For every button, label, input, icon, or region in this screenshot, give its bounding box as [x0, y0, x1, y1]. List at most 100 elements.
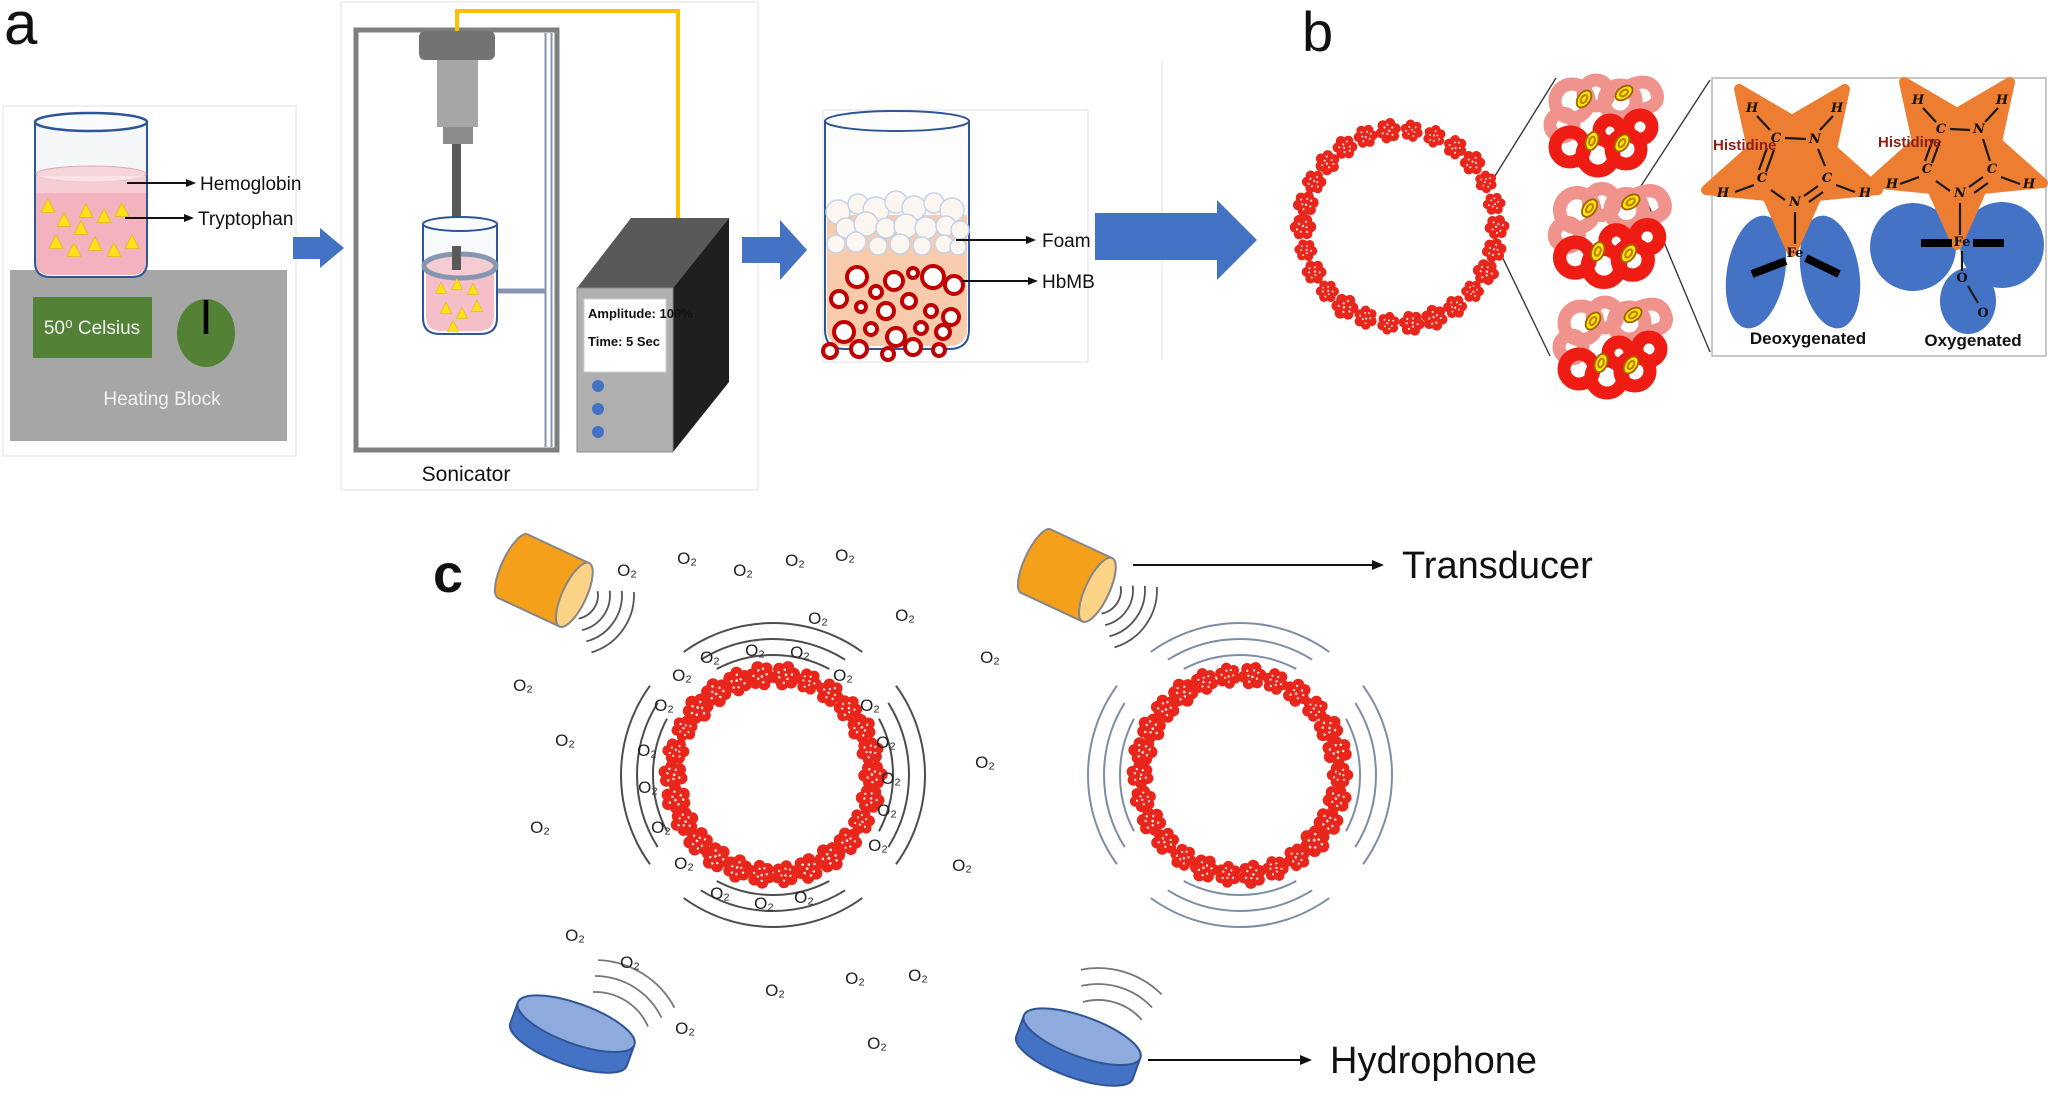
hydrophone-pointer-head	[1300, 1055, 1312, 1065]
output-beaker: Foam HbMB	[821, 110, 1095, 362]
o2-molecule-label: O₂	[617, 561, 637, 580]
hemoglobin-cluster	[1372, 115, 1404, 146]
wave-arc	[1167, 638, 1313, 661]
wave-arc	[1103, 702, 1126, 848]
hbmb-bubble	[885, 326, 907, 348]
control-button-2[interactable]	[592, 403, 604, 415]
hemoglobin-cluster	[1399, 117, 1424, 144]
control-button-3[interactable]	[592, 426, 604, 438]
atom-label: H	[1911, 93, 1925, 108]
wave-arc	[1345, 718, 1361, 832]
hemoglobin-tetramers	[1550, 80, 1667, 393]
wave-arc	[1119, 718, 1135, 832]
small-beaker-liquid	[426, 264, 494, 331]
foam-bubble	[949, 238, 967, 256]
transducer-label: Transducer	[1402, 545, 1593, 587]
o2-molecule-label: O₂	[952, 856, 972, 875]
wave-arc	[594, 975, 663, 1018]
histidine-star-fill	[1701, 84, 1883, 257]
hbmb-bubble	[920, 264, 946, 290]
wave-arc	[716, 880, 830, 896]
o2-molecule-label: O₂	[980, 648, 1000, 667]
hemoglobin-beaker	[33, 111, 149, 278]
transducer-pointer-head	[1372, 560, 1384, 570]
flow-arrow-3	[1095, 200, 1257, 280]
o2-molecule-label: O₂	[654, 696, 674, 715]
hemoglobin-label: Hemoglobin	[200, 174, 301, 195]
hbmb-label: HbMB	[1042, 272, 1095, 293]
hbmb-bubble	[883, 270, 905, 292]
atom-label: C	[1822, 171, 1833, 186]
o2-molecule-label: O₂	[794, 888, 814, 907]
probe-shaft	[452, 144, 461, 266]
wave-arc	[586, 590, 623, 643]
control-button-1[interactable]	[592, 380, 604, 392]
o2-molecule-label: O₂	[765, 981, 785, 1000]
temperature-display	[33, 297, 152, 358]
hbmb-bubble	[941, 307, 961, 327]
wave-arc	[652, 718, 668, 832]
atom-label: N	[1972, 122, 1986, 137]
panel-a-image-border	[2, 105, 297, 457]
hbmb-bubble	[931, 342, 947, 358]
o2-molecule-label: O₂	[530, 818, 550, 837]
wave-arc	[895, 685, 926, 865]
atom-label: Fe	[1787, 246, 1804, 261]
hemoglobin-tetramer-3	[1559, 302, 1667, 393]
o2-molecule-label: O₂	[833, 666, 853, 685]
tryptophan-label: Tryptophan	[198, 209, 293, 230]
atom-label: N	[1788, 195, 1802, 210]
o2-molecule-label: O₂	[620, 953, 640, 972]
histidine-star-right-fill	[1866, 77, 2048, 250]
o2-molecule-label: O₂	[790, 643, 810, 662]
sonicated-beaker	[421, 216, 499, 335]
atom-label: Fe	[1954, 235, 1971, 250]
foam-label: Foam	[1042, 231, 1091, 252]
wave-arc	[1080, 967, 1163, 996]
o2-molecule-label: O₂	[555, 731, 575, 750]
wave-arc	[620, 685, 651, 865]
deoxygenated-caption: Deoxygenated	[1750, 329, 1866, 348]
o2-molecule-label: O₂	[513, 676, 533, 695]
o2-molecule-label: O₂	[881, 769, 901, 788]
o2-molecule-label: O₂	[675, 1019, 695, 1038]
wave-arc	[1362, 685, 1393, 865]
o2-molecule-label: O₂	[672, 666, 692, 685]
oxygen-molecules: O₂ O₂ O₂ O₂ O₂ O₂ O₂ O₂ O₂ O₂ O₂ O₂ O₂ O₂ O₂ O₂ O₂ O₂ O₂ O₂…	[513, 546, 1000, 1053]
atom-label: H	[1716, 186, 1730, 201]
o2-molecule-label: O₂	[733, 561, 753, 580]
hemoglobin-tetramer-2	[1555, 189, 1666, 283]
o2-molecule-label: O₂	[867, 1034, 887, 1053]
o2-molecule-label: O₂	[754, 894, 774, 913]
atom-label: C	[1757, 171, 1768, 186]
atom-label: O	[1956, 271, 1967, 286]
o2-molecule-label: O₂	[835, 546, 855, 565]
amplitude-readout: Amplitude: 100%	[588, 306, 693, 321]
foam-bubbles	[825, 190, 970, 256]
foam-bubble	[845, 231, 867, 253]
atom-label: O	[1977, 306, 1988, 321]
panel-b-label: b	[1302, 0, 1333, 63]
atom-label: H	[2022, 177, 2036, 192]
atom-label: C	[1771, 131, 1782, 146]
oscillation-waves-left-bubble	[620, 622, 926, 928]
temperature-value: 50⁰ Celsius	[44, 318, 140, 339]
hemoglobin-cluster	[1482, 213, 1512, 241]
hemoglobin-arrowhead	[186, 179, 196, 187]
wave-arc	[1109, 585, 1146, 638]
foam-bubble	[912, 236, 932, 256]
wave-arc	[1354, 702, 1377, 848]
wave-arc	[598, 959, 676, 1009]
hbmb-bubble	[821, 342, 839, 360]
o2-molecule-label: O₂	[808, 609, 828, 628]
o2-molecule-label: O₂	[876, 733, 896, 752]
power-cable	[455, 9, 680, 219]
wave-arc	[592, 991, 649, 1027]
wave-arc	[591, 591, 635, 654]
o2-molecule-label: O₂	[895, 606, 915, 625]
hbmb-bubble	[903, 337, 923, 357]
zoom-lines	[1489, 77, 1711, 357]
sonicator-control-box: Amplitude: 100% Time: 5 Sec	[576, 218, 729, 453]
